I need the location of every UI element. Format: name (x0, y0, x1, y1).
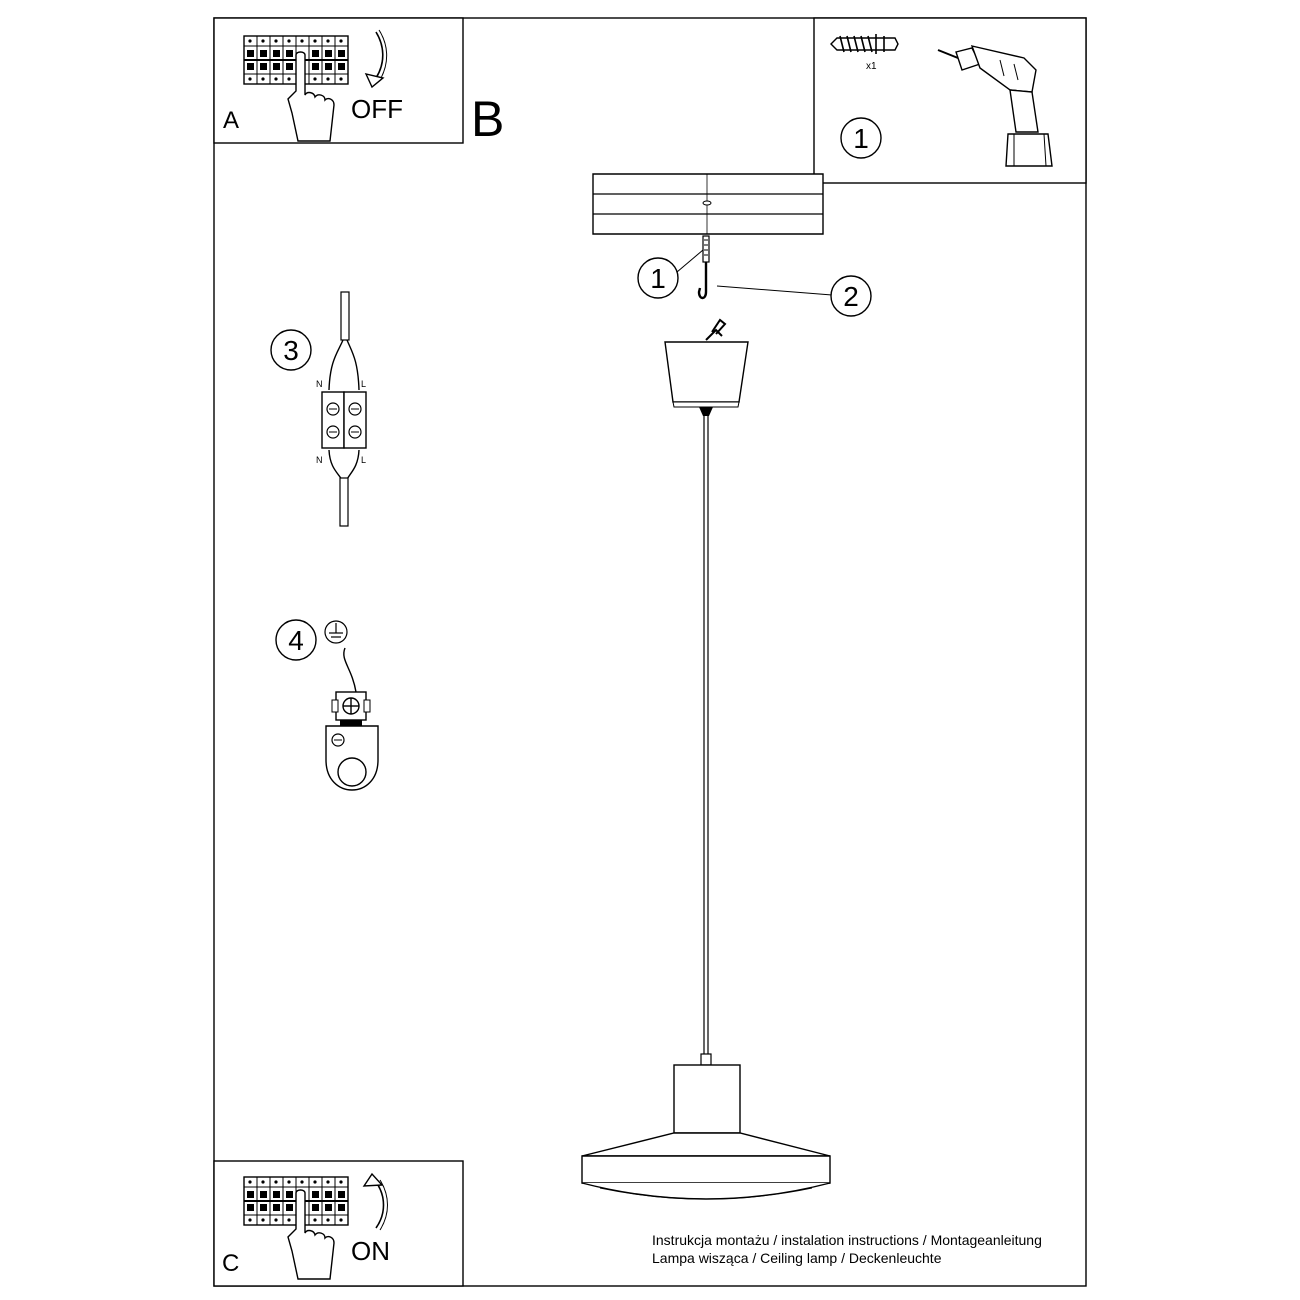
callout-2-leader (716, 285, 833, 296)
callout-1-leader (676, 249, 704, 273)
callout-1-number: 1 (650, 263, 666, 294)
ground-wire (343, 647, 357, 693)
callout-4-badge (275, 619, 317, 661)
callout-4-number: 4 (288, 625, 304, 656)
page-frame (213, 17, 1087, 1287)
panel-a-letter: A (223, 107, 240, 134)
step1-box-badge (840, 117, 882, 159)
ceiling-canopy-icon (592, 173, 824, 235)
callout-1-badge (637, 257, 679, 299)
ground-symbol-icon (324, 620, 348, 644)
wire-neutral-bottom: N (316, 455, 323, 465)
rotate-arrow-icon (364, 29, 388, 89)
callout-3-badge (270, 329, 312, 371)
callout-3-number: 3 (283, 335, 299, 366)
step1-box-number: 1 (853, 123, 869, 154)
rotate-arrow-icon (362, 1172, 388, 1231)
wall-anchor-icon (830, 34, 899, 54)
hook-icon (697, 235, 710, 300)
power-drill-icon (937, 45, 1053, 167)
footer-line-2: Lampa wisząca / Ceiling lamp / Deckenleu… (652, 1250, 942, 1266)
wire-live-bottom: L (361, 455, 367, 465)
wire-live-top: L (361, 379, 367, 389)
panel-c-letter: C (222, 1250, 240, 1277)
off-label: OFF (351, 94, 403, 124)
callout-2-badge (830, 275, 872, 317)
on-label: ON (351, 1236, 390, 1266)
footer-line-1: Instrukcja montażu / instalation instruc… (652, 1232, 1042, 1248)
pendant-shade-icon (581, 318, 831, 1200)
anchor-quantity: x1 (866, 61, 877, 72)
callout-2-number: 2 (843, 281, 859, 312)
terminal-block-icon (321, 291, 367, 527)
panel-b-letter: B (471, 91, 505, 147)
ground-terminal-icon (325, 691, 379, 791)
wire-neutral-top: N (316, 379, 323, 389)
